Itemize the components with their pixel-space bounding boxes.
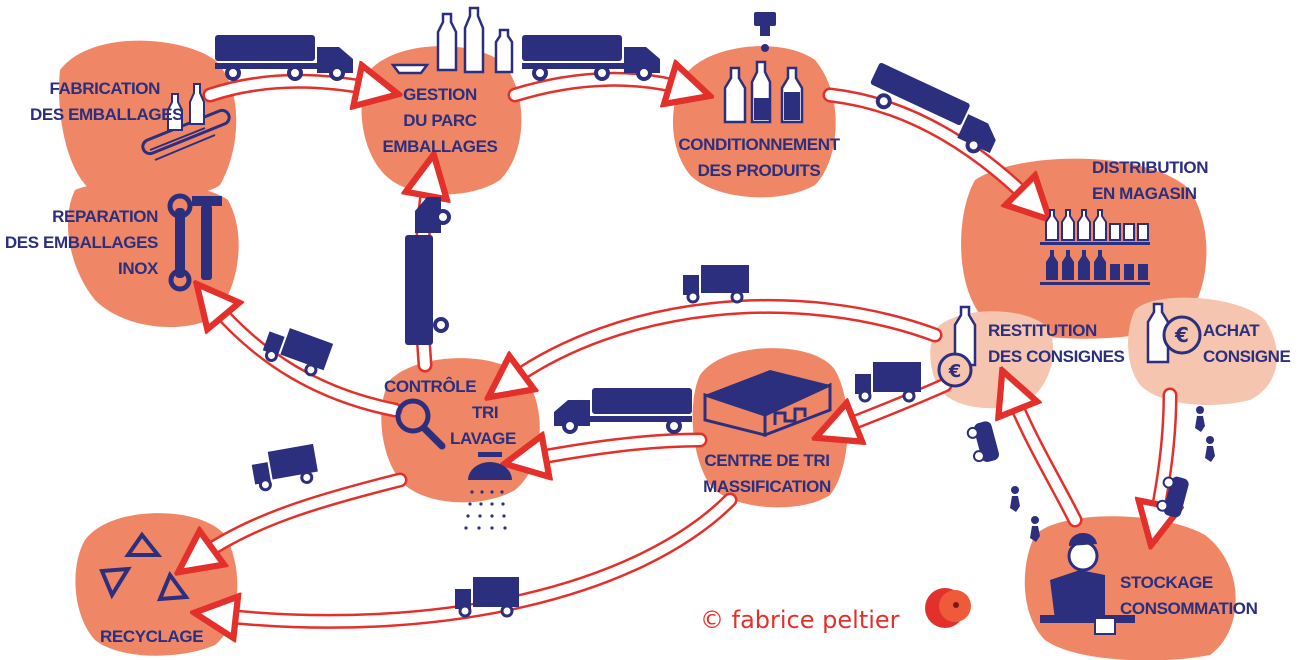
- car-icon: [1156, 476, 1189, 518]
- arrow-restitution-to-controle: [505, 298, 943, 385]
- label-tri: tri: [472, 400, 512, 426]
- label-line: Recyclage: [100, 627, 204, 646]
- svg-text:€: €: [948, 361, 962, 382]
- logo-disc-icon: [925, 588, 971, 628]
- svg-text:€: €: [1174, 323, 1189, 347]
- arrow-conditionnement-to-distribution: [822, 87, 1035, 205]
- label-line: Stockage: [1120, 573, 1213, 592]
- label-line: des emballages: [4, 233, 158, 252]
- conveyor-belt-icon: [141, 108, 231, 161]
- label-conditionnement: Conditionnement des produits: [675, 132, 843, 184]
- label-line: du parc: [403, 111, 477, 130]
- walker-icon: [1010, 406, 1215, 542]
- label-line: Restitution: [988, 321, 1097, 340]
- tanker-truck-icon: [870, 62, 996, 154]
- label-fabrication: Fabrication des emballages: [30, 76, 184, 128]
- label-restitution: Restitution des consignes: [988, 318, 1125, 370]
- shower-icon: [464, 452, 512, 530]
- euro-coin-icon: €: [1146, 302, 1202, 364]
- label-line: Reparation: [52, 207, 158, 226]
- arrow-controle-to-reparation: [210, 300, 403, 418]
- person-icon: [1040, 532, 1135, 635]
- label-line: emballages: [382, 137, 498, 156]
- label-stockage: Stockage consommation: [1120, 570, 1260, 622]
- label-centre: Centre de tri massification: [692, 448, 842, 500]
- label-reparation: Reparation des emballages inox: [0, 204, 158, 282]
- label-controle: Contrôle: [384, 374, 484, 400]
- label-line: Fabrication: [49, 79, 161, 98]
- car-icon: [966, 421, 1000, 463]
- bottle-icon: [167, 83, 205, 131]
- label-line: massification: [703, 477, 831, 496]
- euro-coin-icon: €: [937, 305, 977, 388]
- dispenser-icon: [754, 12, 776, 52]
- label-line: consommation: [1120, 599, 1258, 618]
- blob-fabrication: [59, 40, 237, 198]
- label-line: Achat: [1203, 321, 1260, 340]
- label-achat: Achat consigne: [1203, 318, 1293, 370]
- truck-icon: [251, 443, 318, 492]
- label-line: lavage: [450, 429, 516, 448]
- tanker-truck-icon: [554, 388, 692, 434]
- arrow-centre-to-controle: [525, 440, 708, 460]
- truck-icon: [683, 265, 749, 304]
- arrow-gestion-to-conditionnement: [507, 79, 690, 95]
- label-line: Gestion: [403, 85, 477, 104]
- tanker-truck-icon: [405, 197, 451, 345]
- tanker-truck-icon: [522, 35, 660, 81]
- truck-icon: [455, 577, 519, 618]
- truck-icon: [262, 328, 334, 377]
- arrow-centre-to-recyclage: [215, 492, 738, 621]
- label-line: des emballages: [30, 105, 184, 124]
- label-line: Distribution: [1092, 158, 1209, 177]
- magnifier-icon: [395, 398, 446, 450]
- arrow-achat-to-stockage: [1155, 387, 1170, 525]
- label-line: Contrôle: [384, 377, 477, 396]
- label-line: tri: [472, 403, 499, 422]
- warehouse-icon: [703, 370, 832, 438]
- arrow-stockage-to-restitution: [1010, 390, 1083, 528]
- arrow-controle-to-recyclage: [195, 472, 408, 560]
- label-line: des consignes: [988, 347, 1125, 366]
- label-line: en magasin: [1092, 184, 1197, 203]
- label-gestion: Gestion du parc emballages: [380, 82, 500, 160]
- arrow-fabrication-to-gestion: [202, 81, 378, 95]
- label-line: consigne: [1203, 347, 1291, 366]
- label-line: Centre de tri: [704, 451, 830, 470]
- recycle-icon: [99, 531, 190, 602]
- wrench-hammer-icon: [167, 193, 222, 292]
- label-line: des produits: [697, 161, 821, 180]
- credit-text: © fabrice peltier: [700, 606, 900, 634]
- label-distribution: Distribution en magasin: [1092, 155, 1232, 207]
- bottle-icon: [723, 60, 804, 124]
- label-lavage: lavage: [450, 426, 530, 452]
- truck-icon: [855, 362, 921, 403]
- arrow-restitution-to-centre: [835, 377, 953, 430]
- label-line: inox: [118, 259, 158, 278]
- trucks: [215, 35, 996, 618]
- bottle-icon: [390, 6, 514, 75]
- label-recyclage: Recyclage: [100, 624, 210, 650]
- store-shelf-icon: [1040, 209, 1150, 285]
- tanker-truck-icon: [215, 35, 353, 81]
- label-line: Conditionnement: [678, 135, 840, 154]
